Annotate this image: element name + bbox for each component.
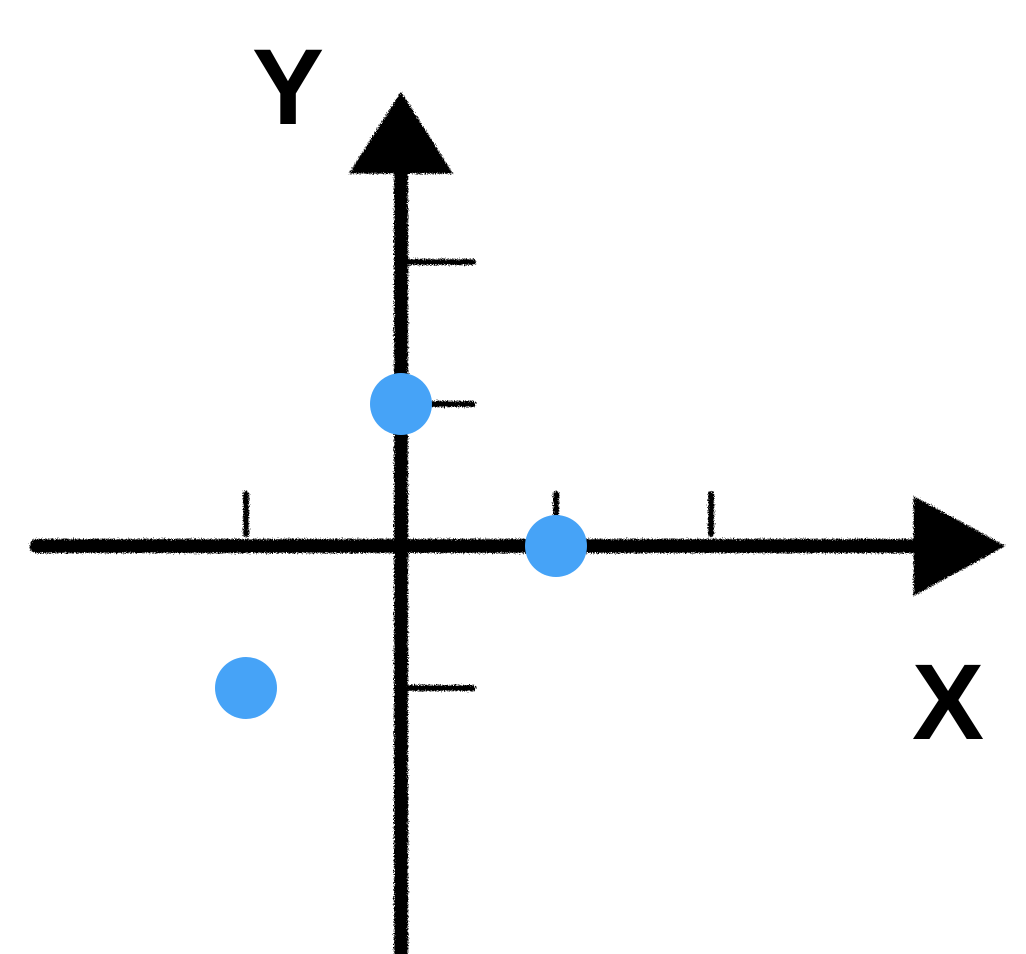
- x-axis-arrowhead: [913, 496, 1006, 596]
- data-point: [215, 657, 277, 719]
- data-point: [370, 373, 432, 435]
- y-axis-label: Y: [252, 26, 324, 147]
- x-axis-label: X: [912, 641, 984, 762]
- data-point: [525, 515, 587, 577]
- y-axis-arrowhead: [349, 91, 453, 174]
